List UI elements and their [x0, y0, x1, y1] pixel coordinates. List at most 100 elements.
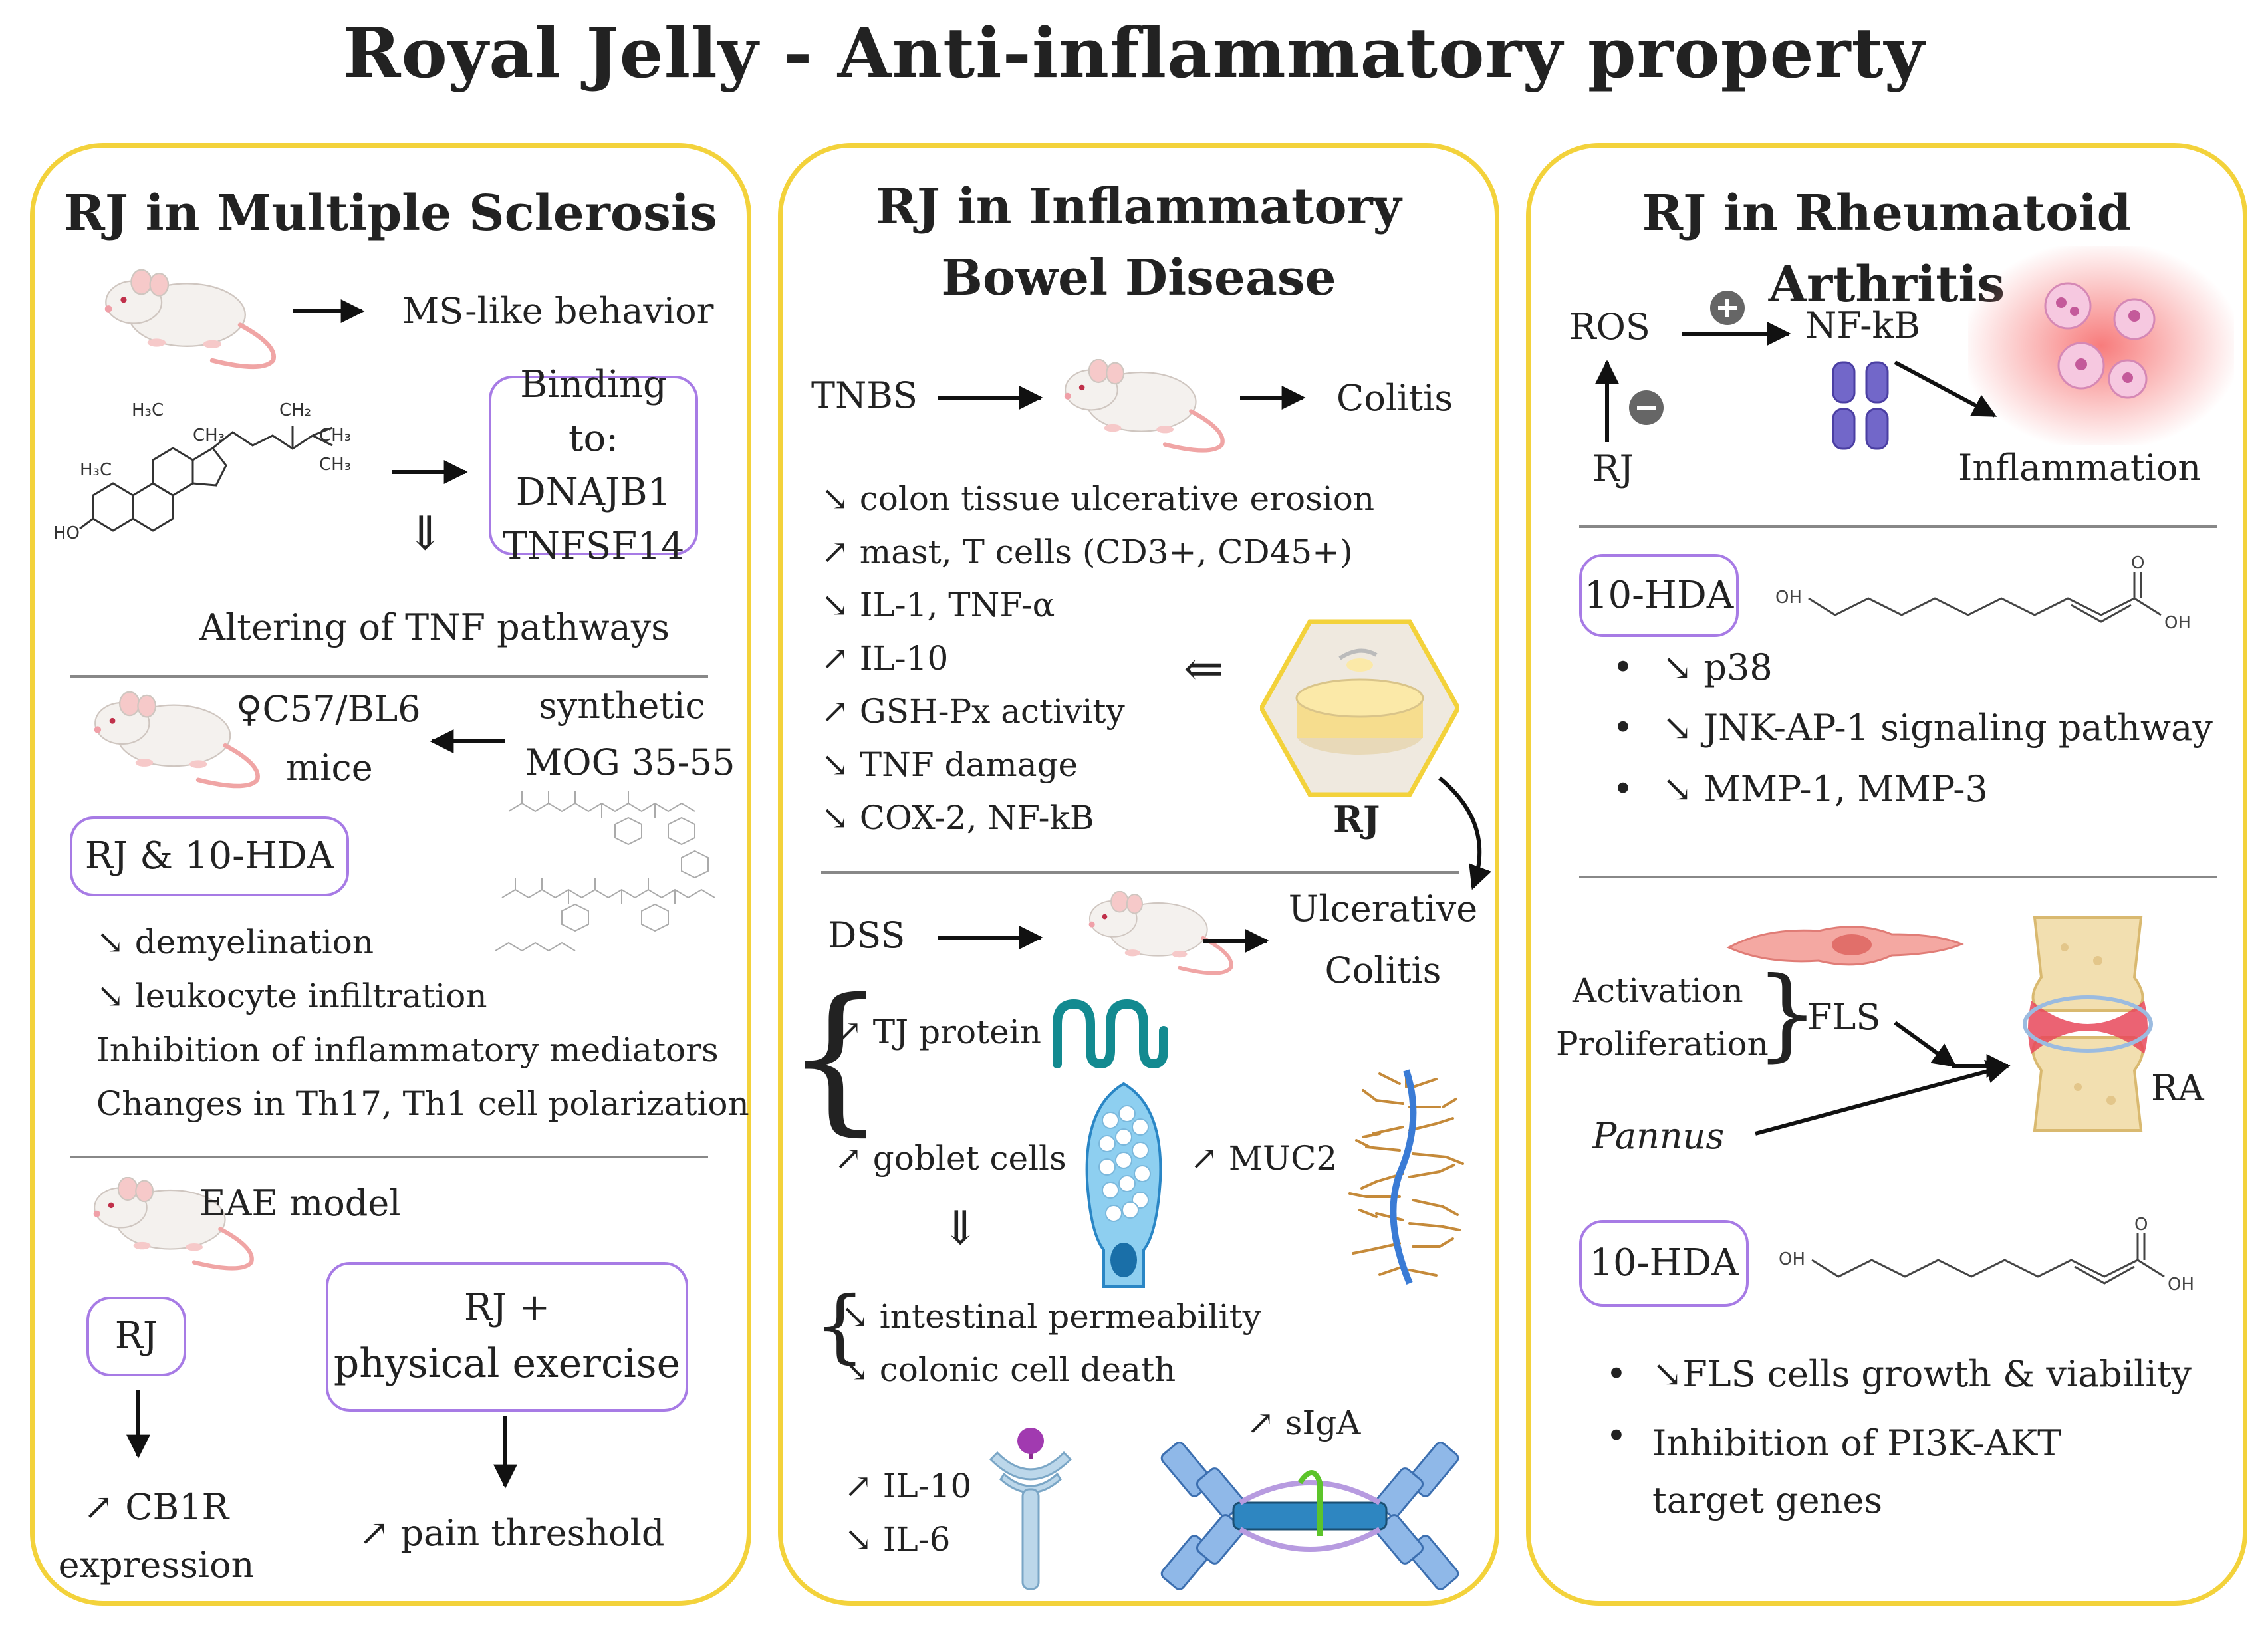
curly-brace: } [1755, 956, 1819, 1072]
ra-label: RA [2151, 1067, 2204, 1109]
dss-label: DSS [828, 914, 906, 956]
ms-effect: ↘ leukocyte infiltration [96, 977, 487, 1015]
chem-label: HO [53, 523, 80, 543]
rj-exercise-box: RJ + physical exercise [326, 1262, 688, 1412]
minus-icon [1629, 390, 1664, 425]
pannus-label: Pannus [1592, 1115, 1725, 1157]
ros-label: ROS [1569, 306, 1650, 348]
mice-label: mice [286, 747, 373, 789]
mice-strain: ♀C57/BL6 [236, 688, 421, 730]
altering-tnf: Altering of TNF pathways [199, 606, 670, 648]
figure-title: Royal Jelly - Anti-inflammatory property [343, 12, 1925, 94]
hda-box: 10-HDA [1579, 1220, 1749, 1307]
cb1r-line: ↗ CB1R [83, 1486, 229, 1528]
divider [70, 1156, 708, 1158]
colitis-label: Colitis [1336, 377, 1453, 419]
binding-box: Binding to: DNAJB1 TNFSF14 [489, 363, 698, 568]
tnbs-effect: ↗ mast, T cells (CD3+, CD45+) [821, 533, 1353, 571]
siga-label: ↗ sIgA [1247, 1404, 1361, 1442]
fibroblast-icon [1726, 926, 1964, 966]
bullet: • [1612, 768, 1634, 810]
proliferation-label: Proliferation [1556, 1025, 1769, 1063]
chem-label: H₃C [80, 460, 112, 480]
curly-brace: { [815, 1280, 866, 1372]
binding-line: TNFSF14 [502, 525, 685, 568]
rj-label: RJ [114, 1315, 158, 1358]
chem-label: OH [2164, 613, 2191, 633]
hda-effect: ↘ p38 [1662, 646, 1773, 688]
ibd-panel-title: RJ in Inflammatory Bowel Disease [778, 172, 1499, 314]
plus-icon [1710, 291, 1745, 325]
tnbs-effect: ↗ GSH-Px activity [821, 692, 1125, 731]
mog-label: MOG 35-55 [525, 741, 735, 783]
goblet-cell-icon [1085, 1082, 1162, 1288]
divider [70, 675, 708, 678]
rj-hda-box: RJ & 10-HDA [70, 816, 349, 896]
hda-structure-icon: OH O OH [1775, 555, 2191, 633]
double-left-arrow: ⇐ [1184, 640, 1224, 696]
divider [821, 871, 1459, 874]
hda-effect: ↘ JNK-AP-1 signaling pathway [1662, 707, 2213, 749]
ibd-title-line: RJ in Inflammatory [876, 178, 1402, 235]
rj-hda-label: RJ & 10-HDA [84, 834, 334, 878]
peptide-structure-icon [495, 791, 715, 952]
tnbs-effect: ↘ colon tissue ulcerative erosion [821, 479, 1375, 518]
il6-label: ↘ IL-6 [844, 1520, 951, 1559]
tnbs-effect: ↘ COX-2, NF-kB [821, 799, 1094, 837]
arrow [1438, 776, 1492, 890]
binding-line: Binding to: [520, 362, 667, 460]
chem-label: CH₃ [193, 426, 225, 445]
joint-icon [2023, 916, 2153, 1132]
tnbs-effect: ↘ IL-1, TNF-α [821, 586, 1055, 624]
ra-panel-title: RJ in Rheumatoid Arthritis [1642, 185, 2132, 314]
synthetic-label: synthetic [539, 685, 705, 727]
inflammation-label: Inflammation [1958, 447, 2202, 489]
chem-label: CH₂ [279, 400, 311, 420]
curly-brace: { [785, 964, 886, 1150]
chem-label: CH₃ [319, 426, 351, 445]
tj-protein: ↗ TJ protein [834, 1013, 1041, 1051]
hda-effect: ↘ MMP-1, MMP-3 [1662, 768, 1988, 810]
eae-model: EAE model [199, 1182, 401, 1224]
bullet: • [1612, 707, 1634, 749]
double-down-arrow: ⇓ [941, 1201, 980, 1255]
tnbs-label: TNBS [811, 374, 918, 416]
mucin-icon [1348, 1069, 1464, 1285]
ms-effect: Changes in Th17, Th1 cell polarization [96, 1084, 749, 1123]
chem-label: O [2134, 1217, 2148, 1235]
barrier-effect: ↘ colonic cell death [841, 1350, 1176, 1389]
rj-jar-label: RJ [1333, 798, 1380, 840]
barrier-effect: ↘ intestinal permeability [841, 1297, 1261, 1336]
pain-threshold: ↗ pain threshold [359, 1512, 665, 1554]
arrow [1894, 360, 1997, 418]
hda-label: 10-HDA [1584, 573, 1734, 617]
hda-label: 10-HDA [1589, 1241, 1739, 1285]
il10-label: ↗ IL-10 [844, 1467, 972, 1505]
chem-label: CH₃ [319, 455, 351, 475]
ms-panel-title: RJ in Multiple Sclerosis [64, 185, 717, 242]
ibd-title-line: Bowel Disease [941, 249, 1336, 307]
bullet: • [1606, 1353, 1627, 1395]
nfkb-protein-icon [1832, 361, 1889, 450]
divider [1579, 525, 2217, 528]
bullet: • [1606, 1415, 1627, 1457]
chem-label: OH [1775, 588, 1802, 608]
inflammation-cells-icon [1968, 246, 2234, 445]
hda-box: 10-HDA [1579, 554, 1739, 637]
bullet: • [1612, 646, 1634, 688]
rj-exercise-line: RJ + [463, 1286, 551, 1330]
hda2-effect: Inhibition of PI3K-AKT target genes [1652, 1422, 2062, 1522]
cb1r-line: expression [58, 1544, 255, 1586]
sterol-structure-icon: H₃C CH₂ CH₃ CH₃ H₃C CH₃ HO [53, 400, 351, 543]
muc2-label: ↗ MUC2 [1190, 1139, 1338, 1178]
chem-label: O [2131, 555, 2144, 573]
binding-line: DNAJB1 [515, 471, 672, 514]
tnbs-effect: ↗ IL-10 [821, 639, 949, 678]
chem-label: OH [1779, 1249, 1805, 1269]
chem-label: H₃C [132, 400, 164, 420]
divider [1579, 876, 2217, 878]
hda-structure-icon: OH O OH [1779, 1217, 2194, 1295]
double-down-arrow: ⇓ [406, 506, 445, 561]
goblet-cells: ↗ goblet cells [834, 1139, 1067, 1178]
